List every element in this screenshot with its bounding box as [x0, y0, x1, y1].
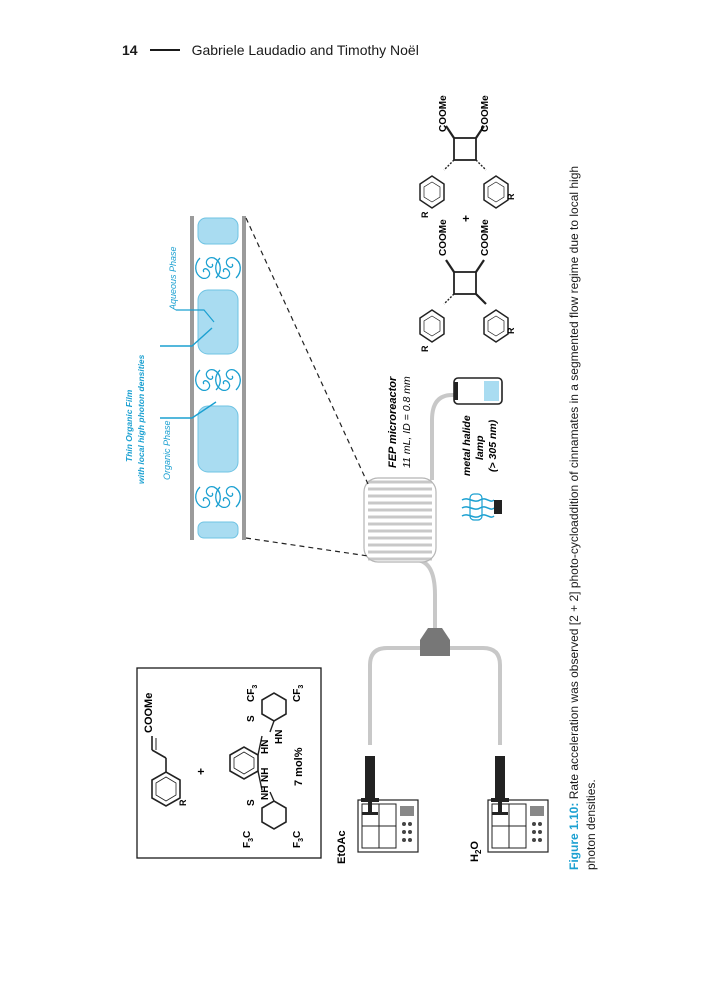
hn-label-2: HN	[274, 730, 285, 744]
product-2-ester-top: COOMe	[438, 95, 449, 132]
reactor-label: FEP microreactor 11 mL, ID = 0.8 mm	[387, 376, 413, 468]
cf3-label-bottom: CF3	[292, 685, 305, 702]
f3c-label-top: F3C	[242, 831, 255, 848]
zoom-line-bottom	[245, 537, 369, 557]
lamp-icon	[461, 493, 502, 521]
reactor-title: FEP microreactor	[387, 376, 399, 468]
nh-label-1: NH	[260, 786, 271, 800]
t-mixer	[420, 628, 450, 656]
film-pointer-2	[160, 327, 213, 347]
pump-aqueous: H2O	[469, 756, 549, 862]
collection-vial-icon	[453, 377, 503, 405]
reagents-panel: COOMe R + S S NH NH HN HN F3C F3C CF3 CF…	[136, 667, 322, 859]
page-number: 14	[122, 42, 138, 58]
feed-tubing	[368, 558, 502, 745]
product-2-ester-bottom: COOMe	[480, 95, 491, 132]
aqueous-slug	[197, 405, 239, 473]
hn-label-1: HN	[260, 740, 271, 754]
product-1-ester-bottom: COOMe	[480, 219, 491, 256]
running-authors: Gabriele Laudadio and Timothy Noël	[191, 42, 419, 58]
aqueous-slug	[197, 217, 239, 245]
product-1-ester-top: COOMe	[438, 219, 449, 256]
aqueous-slug	[197, 289, 239, 355]
pump-aqueous-label: H2O	[469, 841, 483, 862]
running-header: 14 Gabriele Laudadio and Timothy Noël	[122, 38, 419, 62]
lamp-label-line3: (> 305 nm)	[487, 419, 499, 472]
sulfur-label-right: S	[246, 715, 257, 722]
pump-organic-label: EtOAc	[336, 830, 348, 864]
product-2-r-top: R	[420, 211, 430, 218]
product-cyclobutane-1: COOMe COOMe R R	[419, 219, 516, 352]
products-plus: +	[459, 215, 473, 222]
f3c-label-bottom: F3C	[292, 831, 305, 848]
product-1-r-top: R	[420, 345, 430, 352]
caption-label: Figure 1.10:	[567, 802, 581, 870]
tube-wall-inner	[242, 216, 246, 540]
zoom-line-top	[245, 217, 369, 485]
sulfur-label-left: S	[246, 799, 257, 806]
lamp-label-line2: lamp	[474, 435, 486, 460]
nh-label-2: NH	[260, 768, 271, 782]
product-1-r-bottom: R	[506, 327, 516, 334]
tube-wall-outer	[190, 216, 194, 540]
header-rule	[149, 49, 180, 51]
cinnamate-ester-label: COOMe	[143, 693, 155, 733]
aqueous-phase-label: Aqueous Phase	[168, 246, 178, 311]
cinnamate-r-label: R	[178, 799, 188, 806]
organic-phase-label: Organic Phase	[162, 420, 172, 480]
product-2-r-bottom: R	[506, 193, 516, 200]
aqueous-pointer	[176, 309, 215, 323]
product-cyclobutane-2: COOMe COOMe R R	[419, 95, 516, 218]
film-label-line1: Thin Organic Film	[124, 389, 134, 462]
reagents-frame	[136, 667, 322, 859]
reactor-spec: 11 mL, ID = 0.8 mm	[401, 376, 413, 468]
cf3-label-top: CF3	[246, 685, 259, 702]
caption-text: Rate acceleration was observed [2 + 2] p…	[567, 165, 598, 870]
lamp-label: metal halide lamp (> 305 nm)	[461, 415, 499, 476]
catalyst-loading: 7 mol%	[293, 747, 305, 786]
thiourea-catalyst-structure: S S NH NH HN HN F3C F3C CF3 CF3	[229, 685, 305, 848]
film-label-line2: with local high photon densities	[136, 354, 146, 484]
film-pointer-1	[160, 401, 217, 419]
fep-coil-reactor	[363, 393, 458, 563]
lamp-label-line1: metal halide	[461, 415, 473, 476]
pump-organic: EtOAc	[336, 756, 419, 864]
aqueous-slug	[197, 521, 239, 539]
segmented-flow-inset: Thin Organic Film with local high photon…	[124, 216, 369, 557]
cinnamate-structure: COOMe R	[143, 693, 188, 807]
reagents-plus: +	[194, 768, 208, 775]
figure-caption: Figure 1.10: Rate acceleration was obser…	[566, 130, 600, 870]
